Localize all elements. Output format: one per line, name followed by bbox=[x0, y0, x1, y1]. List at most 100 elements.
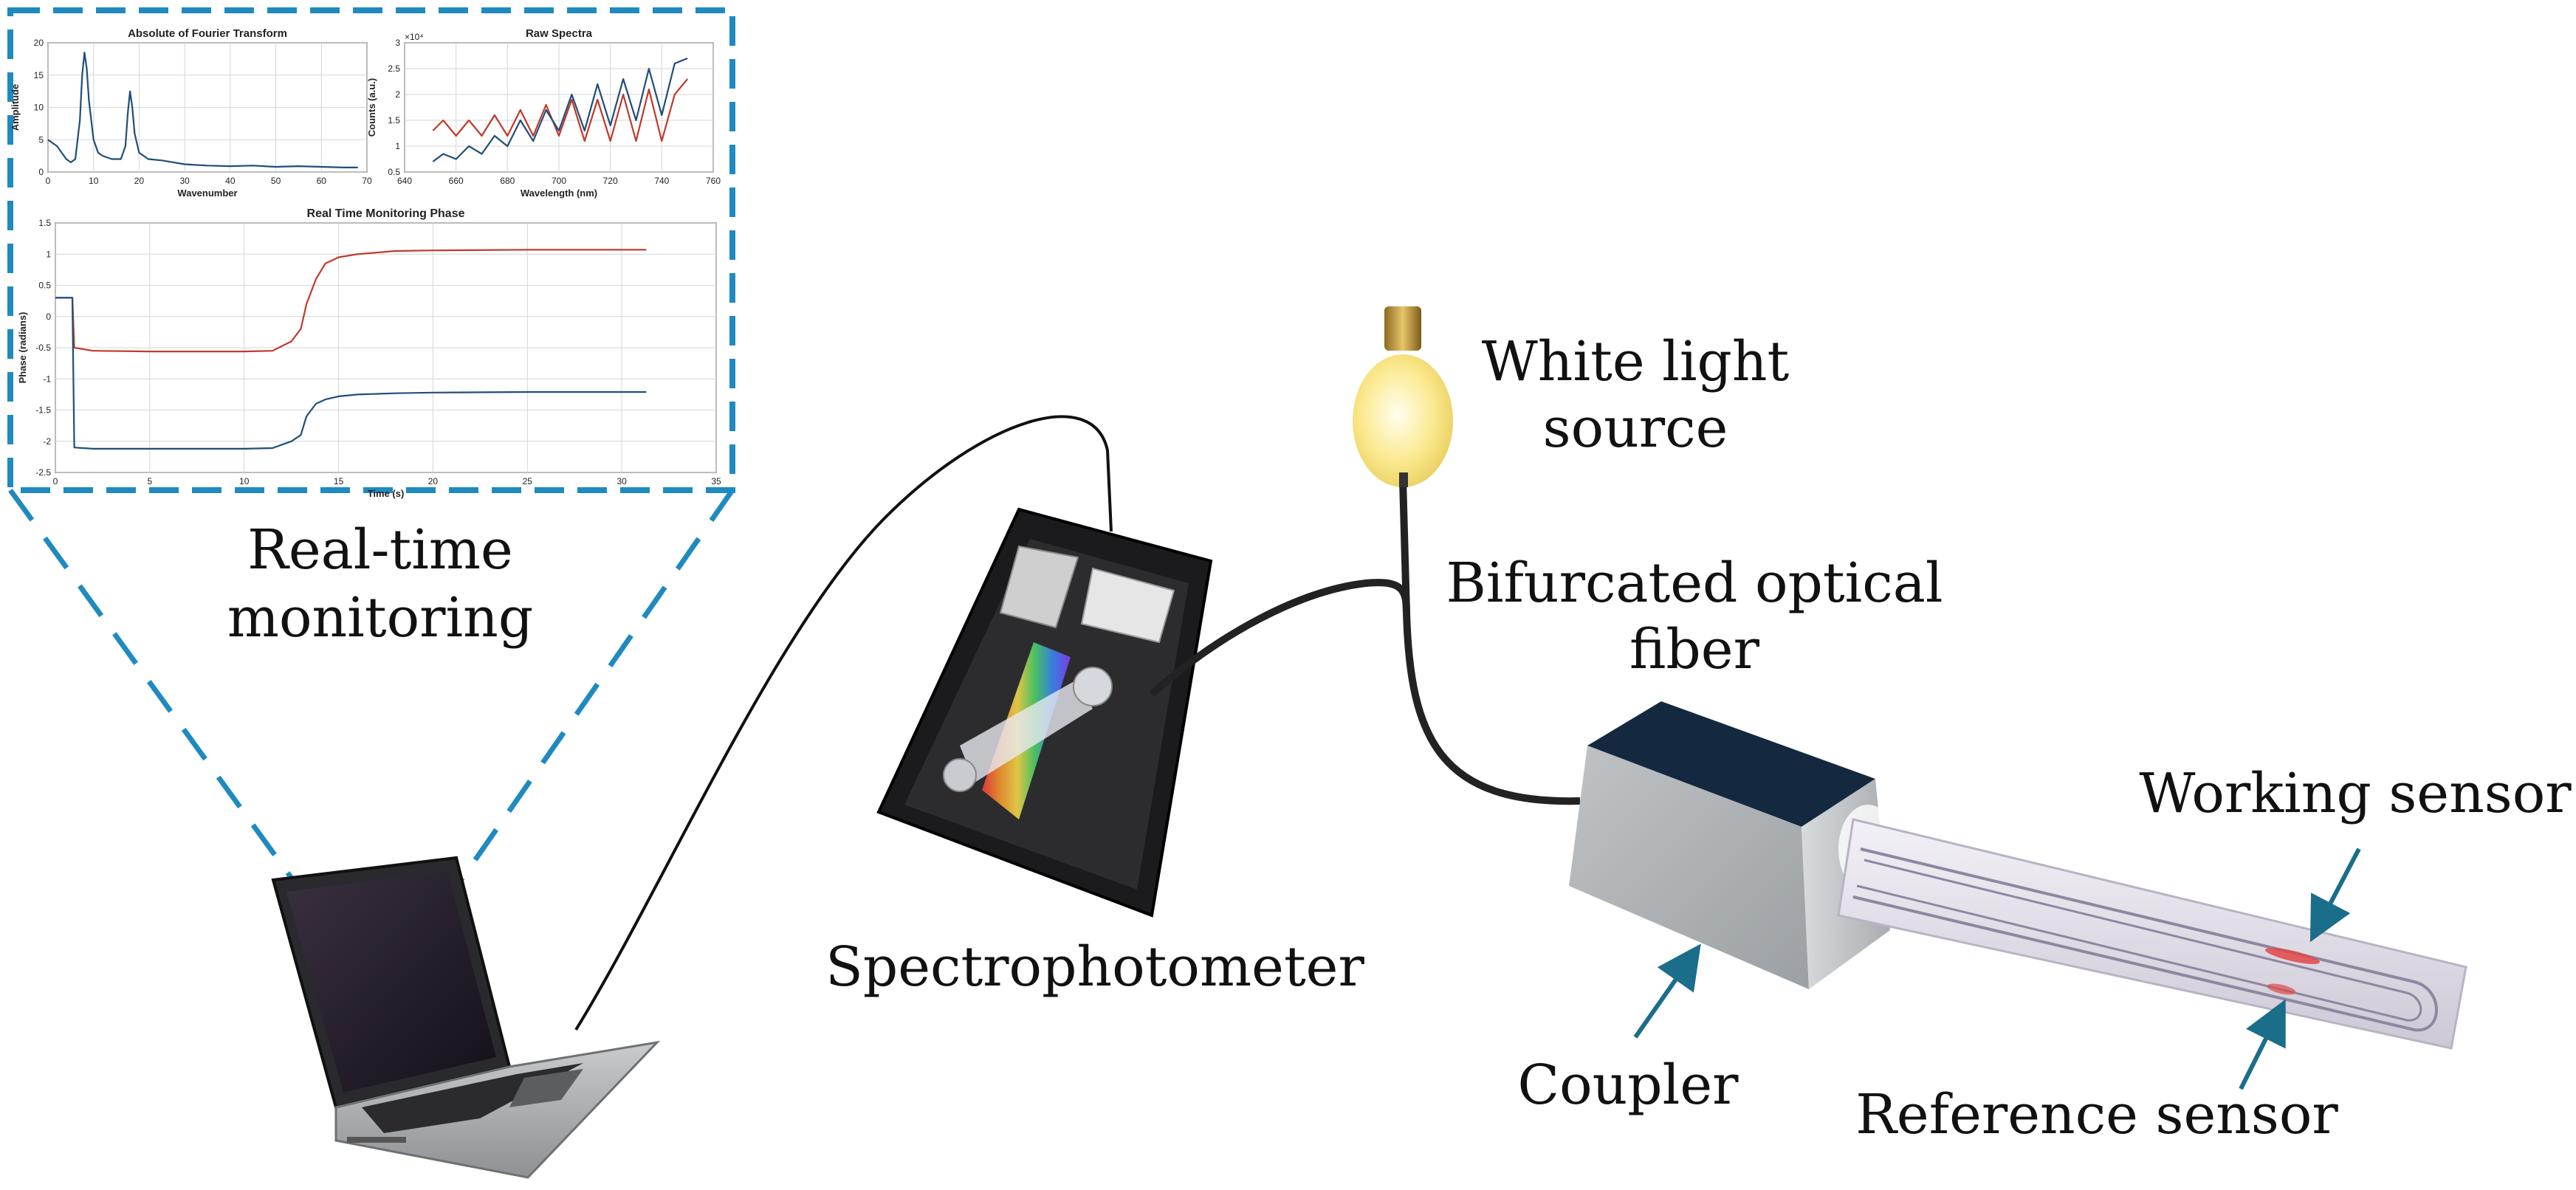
usb-cable bbox=[574, 415, 1113, 1031]
x-tick-label: 0 bbox=[46, 176, 51, 186]
series-line bbox=[432, 57, 688, 162]
y-tick-label: 1 bbox=[46, 249, 51, 259]
y-tick-label: 2 bbox=[395, 89, 400, 100]
coupler-label: Coupler bbox=[1517, 1053, 1739, 1117]
x-tick-label: 660 bbox=[449, 176, 464, 186]
reference-sensor-spot bbox=[2267, 983, 2296, 995]
sensor-chip bbox=[1837, 818, 2467, 1050]
x-tick-label: 740 bbox=[654, 176, 669, 186]
x-tick-label: 40 bbox=[225, 176, 236, 186]
x-tick-label: 700 bbox=[552, 176, 566, 186]
x-tick-label: 60 bbox=[317, 176, 327, 186]
y-tick-label: 1 bbox=[395, 141, 400, 151]
coupler-arrow bbox=[1633, 943, 1701, 1039]
fiber-to-coupler bbox=[1403, 612, 1581, 805]
y-tick-label: 1.5 bbox=[38, 218, 51, 228]
y-tick-label: 0 bbox=[46, 312, 51, 322]
sensor-strip bbox=[1837, 818, 2467, 1050]
fiber-to-lamp bbox=[1399, 479, 1410, 613]
x-tick-label: 10 bbox=[239, 476, 250, 486]
y-tick-label: 0.5 bbox=[388, 167, 400, 177]
working-sensor-label: Working sensor bbox=[2139, 762, 2572, 825]
x-tick-label: 640 bbox=[397, 176, 412, 186]
x-tick-label: 30 bbox=[179, 176, 190, 186]
spectro-optic bbox=[1073, 667, 1113, 706]
realtime-label-line1: Real-time bbox=[247, 518, 513, 582]
y-tick-label: -1.5 bbox=[35, 405, 51, 416]
spectrophotometer bbox=[876, 507, 1213, 918]
x-tick-label: 10 bbox=[89, 176, 99, 186]
x-tick-label: 70 bbox=[362, 176, 372, 186]
bifurcated-label-line1: Bifurcated optical bbox=[1446, 551, 1943, 615]
laptop-screen bbox=[286, 871, 496, 1093]
x-axis-label: Time (s) bbox=[368, 488, 405, 499]
y-tick-label: 10 bbox=[34, 103, 44, 113]
x-tick-label: 35 bbox=[711, 476, 721, 486]
waveguide-loop-outer bbox=[1852, 847, 2438, 1032]
series-line bbox=[47, 51, 358, 168]
laptop-vents bbox=[347, 1137, 406, 1143]
y-tick-label: -2.5 bbox=[35, 467, 51, 478]
x-tick-label: 20 bbox=[428, 476, 439, 486]
chart-title: Absolute of Fourier Transform bbox=[128, 27, 287, 40]
dashed-line-right bbox=[411, 489, 735, 950]
y-tick-label: 2.5 bbox=[388, 63, 400, 74]
bulb-socket bbox=[1399, 472, 1408, 487]
chart-title: Real Time Monitoring Phase bbox=[307, 207, 465, 220]
working-sensor-spot bbox=[2264, 948, 2321, 964]
x-tick-label: 15 bbox=[334, 476, 344, 486]
working-sensor-arrow bbox=[2309, 847, 2361, 943]
y-tick-label: -2 bbox=[43, 436, 51, 447]
white-light-label-line2: source bbox=[1543, 396, 1728, 460]
coupler-top bbox=[1587, 701, 1875, 827]
chart-title: Raw Spectra bbox=[526, 27, 593, 40]
y-tick-label: 0.5 bbox=[38, 281, 51, 291]
x-axis-label: Wavelength (nm) bbox=[521, 188, 597, 199]
y-axis-label: Counts (a.u.) bbox=[366, 78, 377, 137]
bulb-glass bbox=[1353, 354, 1453, 487]
y-tick-label: -1 bbox=[43, 374, 51, 384]
fourier-transform-chart: 0 10 20 30 40 50 60 70 0 5 10 15 20 Absolute of Fouri… bbox=[10, 27, 372, 199]
x-tick-label: 720 bbox=[603, 176, 618, 186]
x-tick-label: 0 bbox=[53, 476, 58, 486]
y-tick-label: 0 bbox=[38, 167, 44, 177]
x-tick-label: 20 bbox=[134, 176, 145, 186]
laptop-touchpad bbox=[509, 1069, 583, 1107]
y-multiplier-label: ×10⁴ bbox=[405, 32, 424, 42]
bifurcated-label-line2: fiber bbox=[1629, 618, 1760, 681]
phase-monitoring-chart: 0 5 10 15 20 25 30 35 -2.5 -2 -1.5 -1 -0.5 0 0.5 1 1.5 Re… bbox=[17, 207, 721, 499]
y-axis-label: Phase (radians) bbox=[17, 312, 28, 384]
y-tick-label: 3 bbox=[395, 38, 400, 48]
y-tick-label: -0.5 bbox=[35, 343, 51, 353]
x-tick-label: 30 bbox=[616, 476, 627, 486]
spectrophotometer-label: Spectrophotometer bbox=[825, 935, 1364, 999]
y-axis-label: Amplitude bbox=[10, 84, 21, 131]
y-tick-label: 15 bbox=[34, 70, 44, 80]
spectro-heatsink bbox=[999, 545, 1079, 629]
x-tick-label: 760 bbox=[706, 176, 721, 186]
dashed-frame bbox=[7, 7, 735, 493]
spectro-mirror bbox=[943, 758, 977, 792]
x-axis-label: Wavenumber bbox=[177, 188, 237, 199]
y-tick-label: 20 bbox=[34, 38, 44, 48]
waveguide-loop-inner bbox=[1856, 859, 2422, 1022]
x-tick-label: 25 bbox=[523, 476, 533, 486]
reference-sensor-arrow bbox=[2239, 999, 2286, 1090]
reference-sensor-label: Reference sensor bbox=[1855, 1083, 2338, 1146]
laptop bbox=[271, 856, 661, 1179]
y-tick-label: 5 bbox=[38, 134, 44, 145]
series-line bbox=[432, 78, 689, 142]
white-light-label-line1: White light bbox=[1482, 330, 1790, 393]
coupler-front bbox=[1569, 746, 1809, 989]
spectro-module bbox=[1080, 567, 1175, 644]
series-line bbox=[55, 297, 647, 450]
x-tick-label: 5 bbox=[148, 476, 153, 486]
white-light-bulb bbox=[1353, 306, 1453, 487]
series-line bbox=[55, 249, 647, 353]
x-tick-label: 680 bbox=[500, 176, 515, 186]
bulb-cap bbox=[1384, 306, 1421, 351]
realtime-label-line2: monitoring bbox=[227, 586, 533, 650]
fiber-to-spectro bbox=[1149, 579, 1410, 697]
x-tick-label: 50 bbox=[271, 176, 281, 186]
